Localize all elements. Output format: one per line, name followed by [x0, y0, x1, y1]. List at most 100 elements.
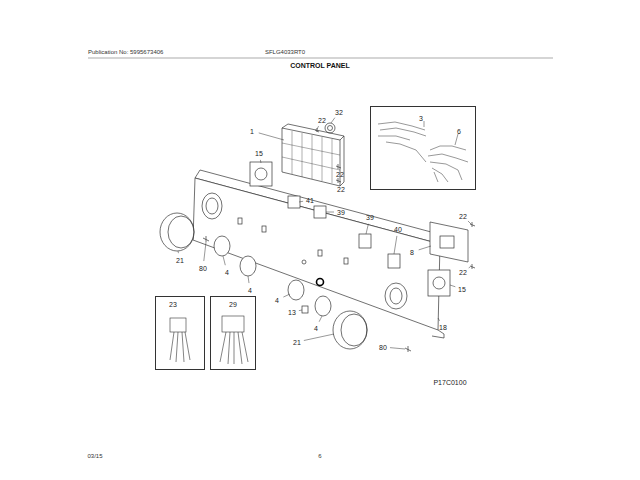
screw	[336, 164, 341, 169]
callout-number: 4	[225, 269, 229, 276]
control-module	[282, 128, 340, 186]
module-grid	[282, 131, 340, 183]
switch	[359, 234, 371, 248]
screw	[405, 346, 411, 352]
leader-line	[455, 134, 458, 145]
leader-line	[204, 242, 206, 261]
screw	[470, 222, 475, 227]
callout-number: 80	[199, 265, 207, 272]
callout-number: 41	[306, 197, 314, 204]
leader-line	[178, 251, 179, 253]
callout-number: 8	[410, 249, 414, 256]
screw	[470, 264, 475, 269]
knob	[333, 311, 367, 349]
control-module	[340, 136, 344, 186]
panel-tab	[432, 330, 444, 338]
leader-line	[469, 267, 470, 269]
panel-front	[193, 178, 440, 330]
callout-number: 39	[366, 214, 374, 221]
callout-number: 22	[318, 117, 326, 124]
knob	[214, 236, 230, 256]
leader-line	[299, 201, 303, 203]
leader-line	[319, 316, 322, 322]
leader-line	[299, 310, 302, 312]
switch	[388, 254, 400, 268]
callout-number: 29	[229, 301, 237, 308]
gasket	[328, 126, 333, 131]
leader-line	[317, 126, 319, 129]
switch	[314, 206, 326, 218]
panel-hole	[390, 288, 402, 304]
circuit-board	[440, 236, 454, 248]
callout-number: 15	[458, 286, 466, 293]
inset-box: 29	[210, 296, 256, 370]
leader-line	[326, 212, 334, 213]
knob	[240, 256, 256, 276]
panel-led	[302, 260, 306, 264]
callout-number: 4	[275, 297, 279, 304]
knob	[288, 280, 304, 300]
gasket	[325, 123, 335, 133]
panel-hole	[206, 198, 218, 214]
control-module	[282, 124, 344, 140]
encoder	[428, 270, 450, 296]
screw	[203, 236, 209, 242]
callout-number: 22	[459, 213, 467, 220]
header-rule	[88, 58, 553, 59]
callout-number: 21	[176, 257, 184, 264]
leader-line	[366, 224, 368, 234]
leader-line	[450, 285, 455, 287]
switch	[288, 196, 300, 208]
wire-harness	[378, 122, 468, 182]
callout-number: 13	[288, 309, 296, 316]
knob	[168, 216, 194, 248]
knob	[160, 213, 194, 251]
screw	[336, 178, 341, 183]
encoder	[250, 162, 272, 186]
callout-number: 18	[439, 324, 447, 331]
knob	[315, 296, 331, 316]
leader-line	[424, 121, 425, 127]
page-title: CONTROL PANEL	[290, 62, 350, 69]
lens	[302, 306, 308, 313]
leader-line	[438, 318, 440, 321]
callout-number: 32	[335, 109, 343, 116]
callout-number: 4	[248, 287, 252, 294]
callout-number: 6	[457, 128, 461, 135]
screw	[315, 128, 319, 132]
leader-line	[283, 294, 290, 297]
callout-number: 3	[419, 115, 423, 122]
inset-box: 36	[370, 106, 476, 190]
leader-line	[248, 276, 249, 283]
panel-slot	[318, 250, 322, 256]
leader-line	[223, 256, 225, 265]
circuit-board	[430, 222, 468, 262]
page-text: 6	[318, 453, 321, 459]
page-text: SFLG4033RT0	[265, 49, 305, 55]
callout-number: 1	[250, 128, 254, 135]
callout-number: 22	[337, 186, 345, 193]
leader-line	[304, 334, 334, 341]
knob	[341, 314, 367, 346]
leader-line	[331, 118, 335, 123]
callout-number: 40	[394, 226, 402, 233]
callout-number: 15	[255, 150, 263, 157]
callout-number: 80	[379, 344, 387, 351]
panel-indicator	[317, 279, 324, 286]
panel-slot	[344, 258, 348, 264]
panel-hole	[385, 283, 407, 309]
panel-slot	[238, 218, 242, 224]
encoder	[433, 277, 445, 289]
leader-line	[260, 160, 262, 163]
callout-number: 22	[336, 171, 344, 178]
leader-line	[259, 133, 284, 140]
leader-line	[394, 236, 397, 254]
page-text: Publication No: 5995673406	[88, 49, 163, 55]
leader-line	[468, 221, 471, 224]
wire-connector	[170, 316, 248, 364]
panel-hole	[202, 193, 222, 219]
leader-line	[390, 348, 405, 349]
callout-number: 21	[293, 339, 301, 346]
